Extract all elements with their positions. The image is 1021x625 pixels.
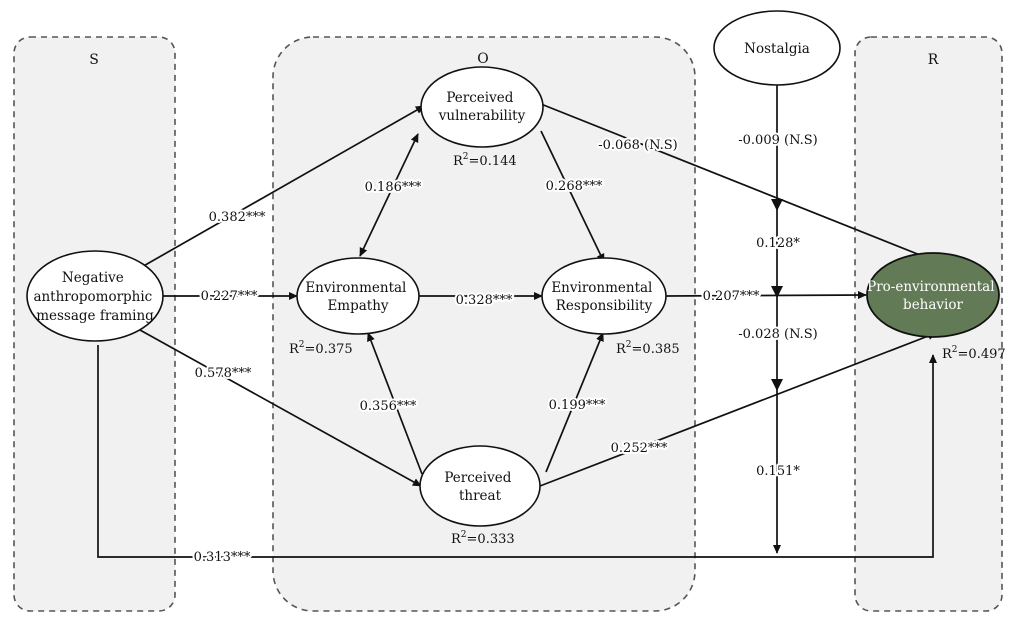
moderator-arrowhead-3 (771, 379, 783, 391)
node-environmental-empathy (296, 257, 420, 335)
coef-negative-threat: 0.578*** (195, 366, 252, 381)
edge-negative-vulnerability (139, 105, 425, 269)
node-vulnerability-label: Perceived vulnerability (438, 90, 526, 124)
r2-threat: R2=0.333 (451, 530, 515, 547)
node-environmental-responsibility (541, 257, 667, 335)
r2-vulnerability: R2=0.144 (453, 152, 517, 169)
node-behavior-line-2: behavior (903, 297, 963, 313)
node-perceived-vulnerability (420, 66, 544, 148)
node-threat-label: Perceived threat (444, 470, 515, 504)
edge-vulnerability-responsibility (540, 130, 605, 263)
node-empathy-label: Environmental Empathy (305, 280, 410, 314)
edge-threat-behavior (539, 332, 937, 487)
node-threat-line-1: Perceived (444, 470, 511, 486)
node-pro-environmental-behavior (866, 252, 1000, 338)
coef-moderation-behavior: -0.028 (N.S) (738, 327, 817, 342)
edge-vulnerability-empathy (359, 133, 419, 257)
node-vulnerability-line-2: vulnerability (438, 108, 526, 124)
coef-threat-behavior: 0.252*** (611, 441, 668, 456)
node-negative-line-3: message framing (36, 308, 154, 324)
coef-vulnerability-empathy: 0.186*** (365, 180, 422, 195)
node-vulnerability-line-1: Perceived (446, 90, 513, 106)
node-behavior-line-1: Pro-environmental (867, 279, 994, 295)
edge-vulnerability-behavior (540, 103, 931, 260)
node-empathy-line-2: Empathy (327, 298, 388, 314)
node-negative-line-2: anthropomorphic (33, 289, 152, 305)
node-negative-line-1: Negative (62, 270, 124, 286)
r2-empathy: R2=0.375 (289, 340, 353, 357)
node-responsibility-line-2: Responsibility (556, 298, 653, 314)
r2-responsibility: R2=0.385 (616, 340, 680, 357)
node-behavior-label: Pro-environmental behavior (867, 279, 999, 313)
coef-threat-empathy: 0.356*** (360, 399, 417, 414)
coef-vulnerability-behavior: -0.068 (N.S) (598, 138, 677, 153)
coef-negative-empathy: 0.227*** (201, 289, 258, 304)
node-negative-framing-label: Negative anthropomorphic message framing (33, 270, 156, 324)
node-nostalgia-label: Nostalgia (744, 41, 810, 57)
moderator-arrowhead-2 (771, 286, 783, 298)
coef-moderation-responsibility: 0.128* (756, 236, 800, 251)
coef-responsibility-behavior: 0.207*** (703, 289, 760, 304)
node-negative-framing (26, 250, 164, 342)
group-o-label: O (477, 51, 488, 67)
edge-negative-behavior (97, 345, 938, 558)
edge-negative-threat (139, 329, 422, 487)
node-responsibility-line-1: Environmental (551, 280, 652, 296)
group-r-label: R (928, 52, 939, 68)
node-empathy-line-1: Environmental (305, 280, 406, 296)
node-responsibility-label: Environmental Responsibility (551, 280, 656, 314)
coef-negative-vulnerability: 0.382*** (209, 210, 266, 225)
coef-moderation-vulnerability: -0.009 (N.S) (738, 133, 817, 148)
coef-vulnerability-responsibility: 0.268*** (546, 179, 603, 194)
coef-moderation-threat: 0.151* (756, 464, 800, 479)
coef-empathy-responsibility: 0.328*** (456, 293, 513, 308)
node-nostalgia (713, 10, 841, 86)
coef-threat-responsibility: 0.199*** (549, 398, 606, 413)
coef-negative-behavior: 0.313*** (194, 550, 251, 565)
edge-responsibility-behavior (665, 290, 867, 300)
node-perceived-threat (419, 445, 541, 527)
edge-threat-empathy (367, 332, 423, 475)
moderator-arrowhead-1 (771, 199, 783, 211)
group-s-label: S (89, 52, 99, 68)
node-threat-line-2: threat (459, 488, 502, 504)
r2-behavior: R2=0.497 (942, 345, 1006, 362)
edge-threat-responsibility (545, 332, 604, 473)
